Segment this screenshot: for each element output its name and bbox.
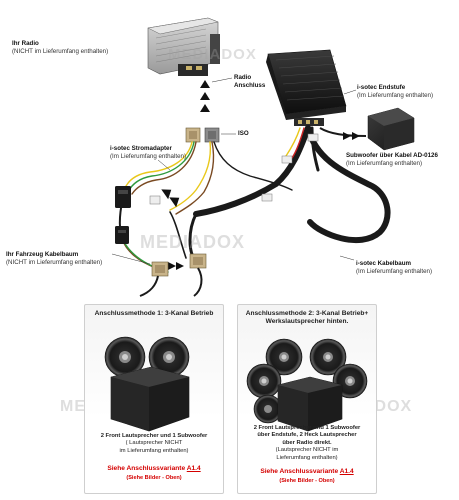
panel-2-desc-line3: über Radio direkt. (282, 439, 332, 446)
subwoofer-enclosure (110, 366, 190, 432)
label-iso-text: ISO (238, 130, 249, 137)
panel-2-link[interactable]: Siehe Anschlussvariante A1.4 (238, 468, 376, 476)
harness-leader (339, 255, 355, 261)
panel-1-description: 2 Front Lautsprecher und 1 Subwoofer ( L… (85, 433, 223, 455)
panel-1-link-sub: (Siehe Bilder - Oben) (126, 475, 182, 481)
label-radio-title: Ihr Radio (12, 40, 39, 47)
label-adapter-sub: (Im Lieferumfang enthalten) (110, 152, 187, 160)
label-radio-connector-line2: Anschluss (234, 81, 266, 89)
front-speaker-left (104, 336, 146, 378)
amplifier-device (266, 49, 347, 126)
label-radio-connector: Radio Anschluss (234, 74, 265, 89)
panel-2-link-sub: (Siehe Bilder - Oben) (279, 478, 335, 484)
label-vehicle-harness-sub: (NICHT im Lieferumfang enthalten) (6, 258, 103, 266)
panel-2-desc-line2: über Endstufe, 2 Heck Lautsprecher (257, 432, 357, 439)
panel-2-desc-line5: Lieferumfang enthalten) (276, 454, 338, 461)
label-radio-connector-line1: Radio (234, 74, 252, 81)
panel-2-link-code[interactable]: A1.4 (339, 468, 354, 475)
label-adapter-title: i-sotec Stromadapter (110, 145, 172, 152)
radio-device (147, 17, 220, 76)
label-amplifier-title: i-sotec Endstufe (357, 84, 406, 91)
amp-leader (343, 89, 357, 95)
panel-2-desc-line4: (Lautsprecher NICHT im (275, 447, 339, 454)
label-vehicle-harness-title: Ihr Fahrzeug Kabelbaum (6, 251, 79, 258)
panel-1-desc-line3: im Lieferumfang enthalten) (119, 447, 189, 454)
label-isotec-harness-title: i-sotec Kabelbaum (356, 260, 412, 267)
label-subwoofer: Subwoofer über Kabel AD-0126 (Im Lieferu… (346, 152, 438, 167)
harness-plugs (149, 133, 319, 205)
panel-1-illustration (104, 336, 190, 432)
label-isotec-harness: i-sotec Kabelbaum (Im Lieferumfang entha… (356, 260, 432, 275)
panel-1-link-prefix: Siehe Anschlussvariante (107, 465, 187, 472)
watermark: MEDIADOX (140, 232, 246, 252)
label-adapter: i-sotec Stromadapter (Im Lieferumfang en… (110, 145, 186, 160)
subwoofer-enclosure (277, 376, 343, 432)
panel-1-link[interactable]: Siehe Anschlussvariante A1.4 (85, 465, 223, 473)
label-radio: Ihr Radio (NICHT im Lieferumfang enthalt… (12, 40, 108, 55)
panel-2-description: 2 Front Lautsprecher und 1 Subwoofer übe… (238, 425, 376, 462)
panel-1-link-code[interactable]: A1.4 (186, 465, 201, 472)
panel-2-link-prefix: Siehe Anschlussvariante (260, 468, 340, 475)
panel-method-2: Anschlussmethode 2: 3-Kanal Betrieb+ Wer… (237, 304, 377, 494)
iso-connector-b (204, 127, 220, 143)
front-speaker-right (309, 338, 347, 376)
label-amplifier-sub: (Im Lieferumfang enthalten) (357, 91, 434, 99)
label-subwoofer-title: Subwoofer über Kabel AD-0126 (346, 152, 438, 159)
arrows-subwoofer (343, 132, 360, 140)
vehicle-iso-plugs (139, 253, 207, 297)
rear-speaker-lower-left (253, 394, 283, 424)
arrows-radio-connector (200, 80, 210, 112)
front-speaker-left (265, 338, 303, 376)
label-vehicle-harness: Ihr Fahrzeug Kabelbaum (NICHT im Lieferu… (6, 251, 102, 266)
iso-connector-a (185, 127, 201, 143)
panel-2-desc-line1: 2 Front Lautsprecher und 1 Subwoofer (253, 425, 361, 431)
panel-2-title: Anschlussmethode 2: 3-Kanal Betrieb+ Wer… (238, 310, 376, 326)
radio-connector-leader (211, 77, 233, 83)
panel-1-desc-line2: ( Lautsprecher NICHT (125, 440, 183, 447)
label-subwoofer-sub: (Im Lieferumfang enthalten) (346, 159, 423, 167)
panel-2-title-line2: Werkslautsprecher hinten. (265, 318, 349, 325)
watermark: MEDIADOX (168, 46, 257, 63)
panel-method-1: Anschlussmethode 1: 3-Kanal Betrieb 2 Fr… (84, 304, 224, 494)
label-isotec-harness-sub: (Im Lieferumfang enthalten) (356, 267, 433, 275)
panel-1-title: Anschlussmethode 1: 3-Kanal Betrieb (94, 310, 214, 317)
subwoofer-cable (319, 127, 367, 137)
label-iso: ISO (238, 130, 249, 138)
subwoofer-box (367, 107, 415, 151)
panel-2-title-line1: Anschlussmethode 2: 3-Kanal Betrieb+ (245, 310, 369, 317)
adapter-leader (157, 159, 171, 171)
front-speaker-right (148, 336, 190, 378)
arrows-harness (161, 189, 184, 270)
rear-speaker-left (246, 363, 282, 399)
panel-1-desc-line1: 2 Front Lautsprecher und 1 Subwoofer (100, 433, 208, 439)
vehicle-leader (111, 253, 151, 265)
panel-2-illustration (246, 338, 368, 432)
label-amplifier: i-sotec Endstufe (Im Lieferumfang enthal… (357, 84, 433, 99)
label-radio-sub: (NICHT im Lieferumfang enthalten) (12, 47, 109, 55)
stromadapter-block (115, 186, 131, 244)
